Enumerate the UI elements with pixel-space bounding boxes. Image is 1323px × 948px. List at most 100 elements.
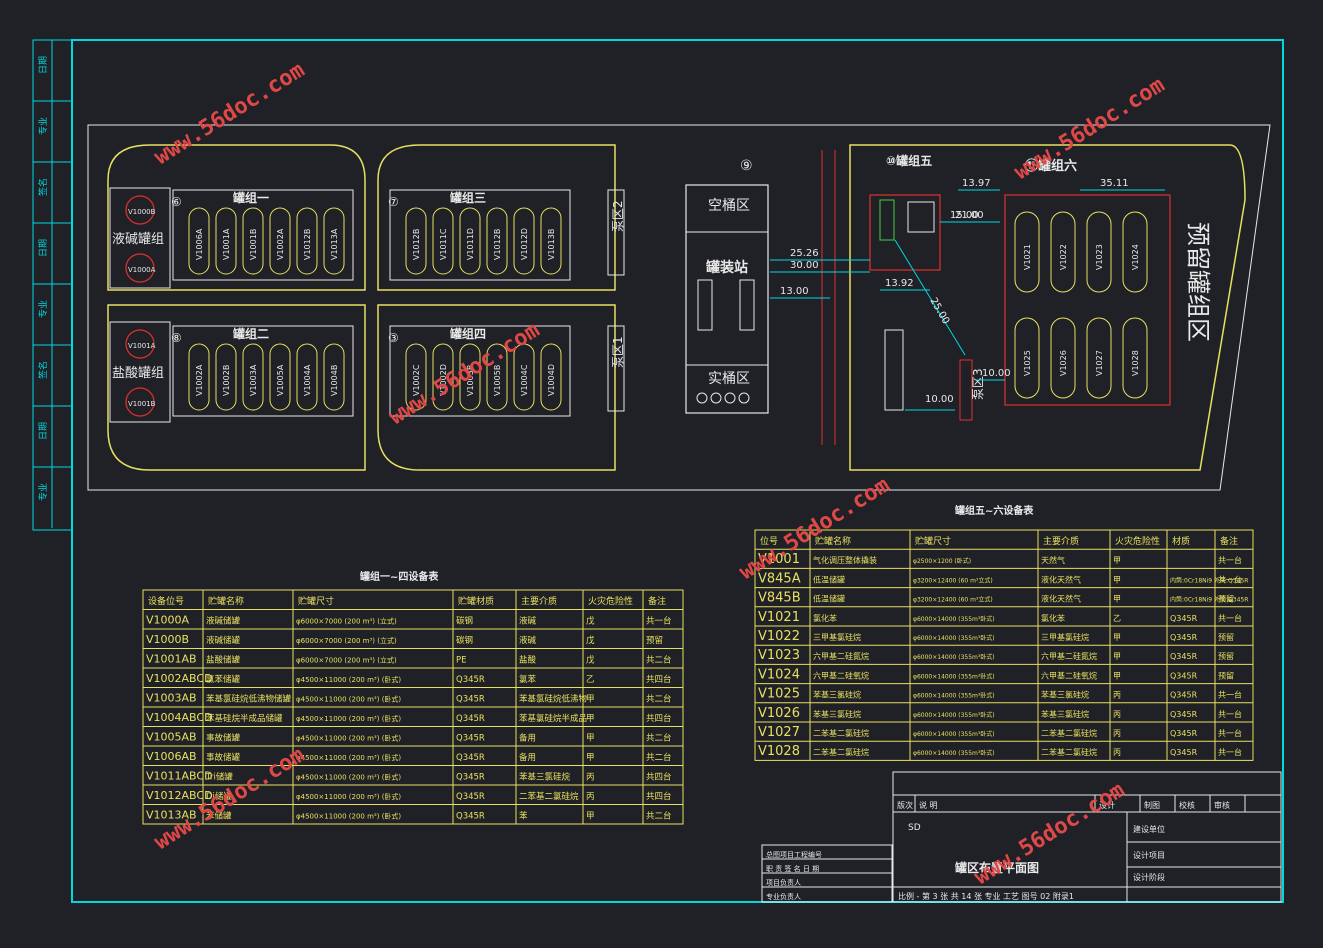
table2-cell: φ2500×1200 (卧式) — [913, 557, 971, 565]
tank-label: V1006A — [195, 228, 204, 260]
tank-label: V1022 — [1059, 244, 1068, 270]
tank-group-box — [172, 325, 354, 417]
table1-cell: 乙 — [586, 675, 595, 685]
table1-cell: φ4500×11000 (200 m³) (卧式) — [296, 812, 401, 821]
table1-cell: 甲 — [586, 714, 595, 724]
tank-g2-5 — [323, 343, 345, 411]
tank-g2-3 — [269, 343, 291, 411]
table1-cell: 甲 — [586, 753, 595, 763]
table1-cell: V1003AB — [146, 692, 197, 705]
table2-cell: 甲 — [1113, 652, 1121, 661]
tank-g6bot-3 — [1122, 317, 1148, 399]
table1-cell: 甲 — [586, 695, 595, 705]
table2-cell: 共一台 — [1218, 574, 1242, 584]
table2-cell: 内筒:0Cr18Ni9 外筒:Q345R — [1170, 596, 1248, 604]
tank-g1-5 — [323, 207, 345, 275]
tank-label: V1024 — [1131, 244, 1140, 270]
table2-cell: V845B — [758, 591, 801, 606]
table2-cell: V1026 — [758, 706, 800, 721]
tank-g6bot-2 — [1086, 317, 1112, 399]
table1-header: 贮罐材质 — [458, 595, 494, 607]
tank-label: V1013A — [330, 228, 339, 260]
pump-label: 泵区1 — [611, 336, 625, 368]
tank-circle — [125, 195, 155, 225]
table2-cell: 液化天然气 — [1041, 594, 1081, 604]
tank-g4-3 — [486, 343, 508, 411]
tank-g2-2 — [242, 343, 264, 411]
table2-cell: 共一台 — [1218, 555, 1242, 565]
group-number: ⑦ — [388, 195, 399, 209]
dim-label: 35.11 — [1100, 178, 1129, 189]
table1-cell: Q345R — [456, 753, 485, 763]
tank-g4-1 — [432, 343, 454, 411]
table2-cell: 共一台 — [1218, 709, 1242, 719]
tank-label: V1002C — [412, 364, 421, 396]
tank-label: V1002A — [195, 364, 204, 396]
side-strip-label: 日期 — [38, 239, 49, 257]
equipment — [884, 329, 904, 411]
side-strip-label: 签名 — [37, 361, 49, 379]
tank-label: V1021 — [1023, 244, 1032, 270]
table1-cell: 共二台 — [646, 694, 672, 705]
table2-cell: 共一台 — [1218, 747, 1242, 757]
tank-label: V1003B — [466, 365, 475, 396]
tank-group-box — [389, 189, 571, 281]
pump-area-1 — [607, 325, 625, 412]
tank-g2-4 — [296, 343, 318, 411]
table1-cell: 氯苯储罐 — [206, 674, 241, 685]
drum — [710, 392, 722, 404]
table2-cell: 苯基三氯硅烷 — [1041, 690, 1089, 700]
dim-label: 13.97 — [962, 178, 991, 189]
table1-cell: 液碱 — [519, 616, 537, 627]
table1-cell: 氯苯 — [519, 674, 537, 685]
table1-header: 设备位号 — [148, 595, 184, 607]
table2-cell: Q345R — [1170, 729, 1198, 738]
table1-cell: 戊 — [586, 616, 595, 627]
filling-station — [685, 184, 769, 414]
tank-label: V1001A — [128, 342, 156, 350]
tank-label: V1005A — [276, 364, 285, 396]
table2-cell: φ6000×14000 (355m³卧式) — [913, 615, 995, 623]
side-strip-label: 日期 — [38, 56, 49, 74]
table1-cell: 液碱储罐 — [206, 635, 241, 646]
table1-cell: 苯储罐 — [206, 811, 232, 822]
enclosure-g3 — [377, 144, 616, 291]
side-strip-label: 专业 — [37, 117, 49, 135]
table1-cell: φ4500×11000 (200 m³) (卧式) — [296, 675, 401, 684]
table2-cell: 二苯基二氯硅烷 — [813, 747, 869, 757]
table1-cell: φ6000×7000 (200 m³) (立式) — [296, 656, 397, 665]
tank-g6top-2 — [1086, 211, 1112, 293]
full-drum-label: 实桶区 — [708, 371, 750, 387]
rack — [697, 279, 713, 331]
table2-cell: 预留 — [1218, 632, 1234, 642]
dim-label: 13.00 — [780, 286, 809, 297]
table2-cell: 丙 — [1113, 710, 1121, 719]
watermark: www.56doc.com — [1010, 73, 1169, 185]
tank-g4-5 — [540, 343, 562, 411]
table2-cell: 二苯基二氯硅烷 — [813, 728, 869, 738]
tank-label: V1027 — [1095, 350, 1104, 376]
table1-cell: V1002ABCD — [146, 672, 213, 685]
table2-cell: Q345R — [1170, 614, 1198, 623]
tank-group-box — [172, 189, 354, 281]
tank-g4-0 — [405, 343, 427, 411]
table2-cell: 天然气 — [1041, 555, 1065, 565]
table1-cell: 液碱储罐 — [206, 616, 241, 627]
table1-cell: 事故储罐 — [206, 752, 241, 763]
table1-cell: V1006AB — [146, 750, 197, 763]
table1-cell: Tri储罐 — [205, 772, 233, 783]
enclosure-g1 — [107, 144, 366, 291]
drum — [738, 392, 750, 404]
group-number: ⑥ — [171, 195, 182, 209]
tank-label: V1012D — [520, 228, 529, 260]
tank-label: V1005B — [493, 365, 502, 396]
tb-unit: 建设单位 — [1133, 824, 1165, 834]
table1-cell: 苯基氯硅烷低沸物储罐 — [206, 694, 292, 705]
table2-header: 贮罐尺寸 — [915, 535, 951, 547]
dim-label: 30.00 — [790, 260, 819, 271]
rack — [739, 279, 755, 331]
side-group-title: 液碱罐组 — [112, 232, 164, 247]
table1-cell: Q345R — [456, 812, 485, 822]
table1-cell: 共四台 — [646, 791, 672, 802]
dim-label: 10.00 — [982, 368, 1011, 379]
